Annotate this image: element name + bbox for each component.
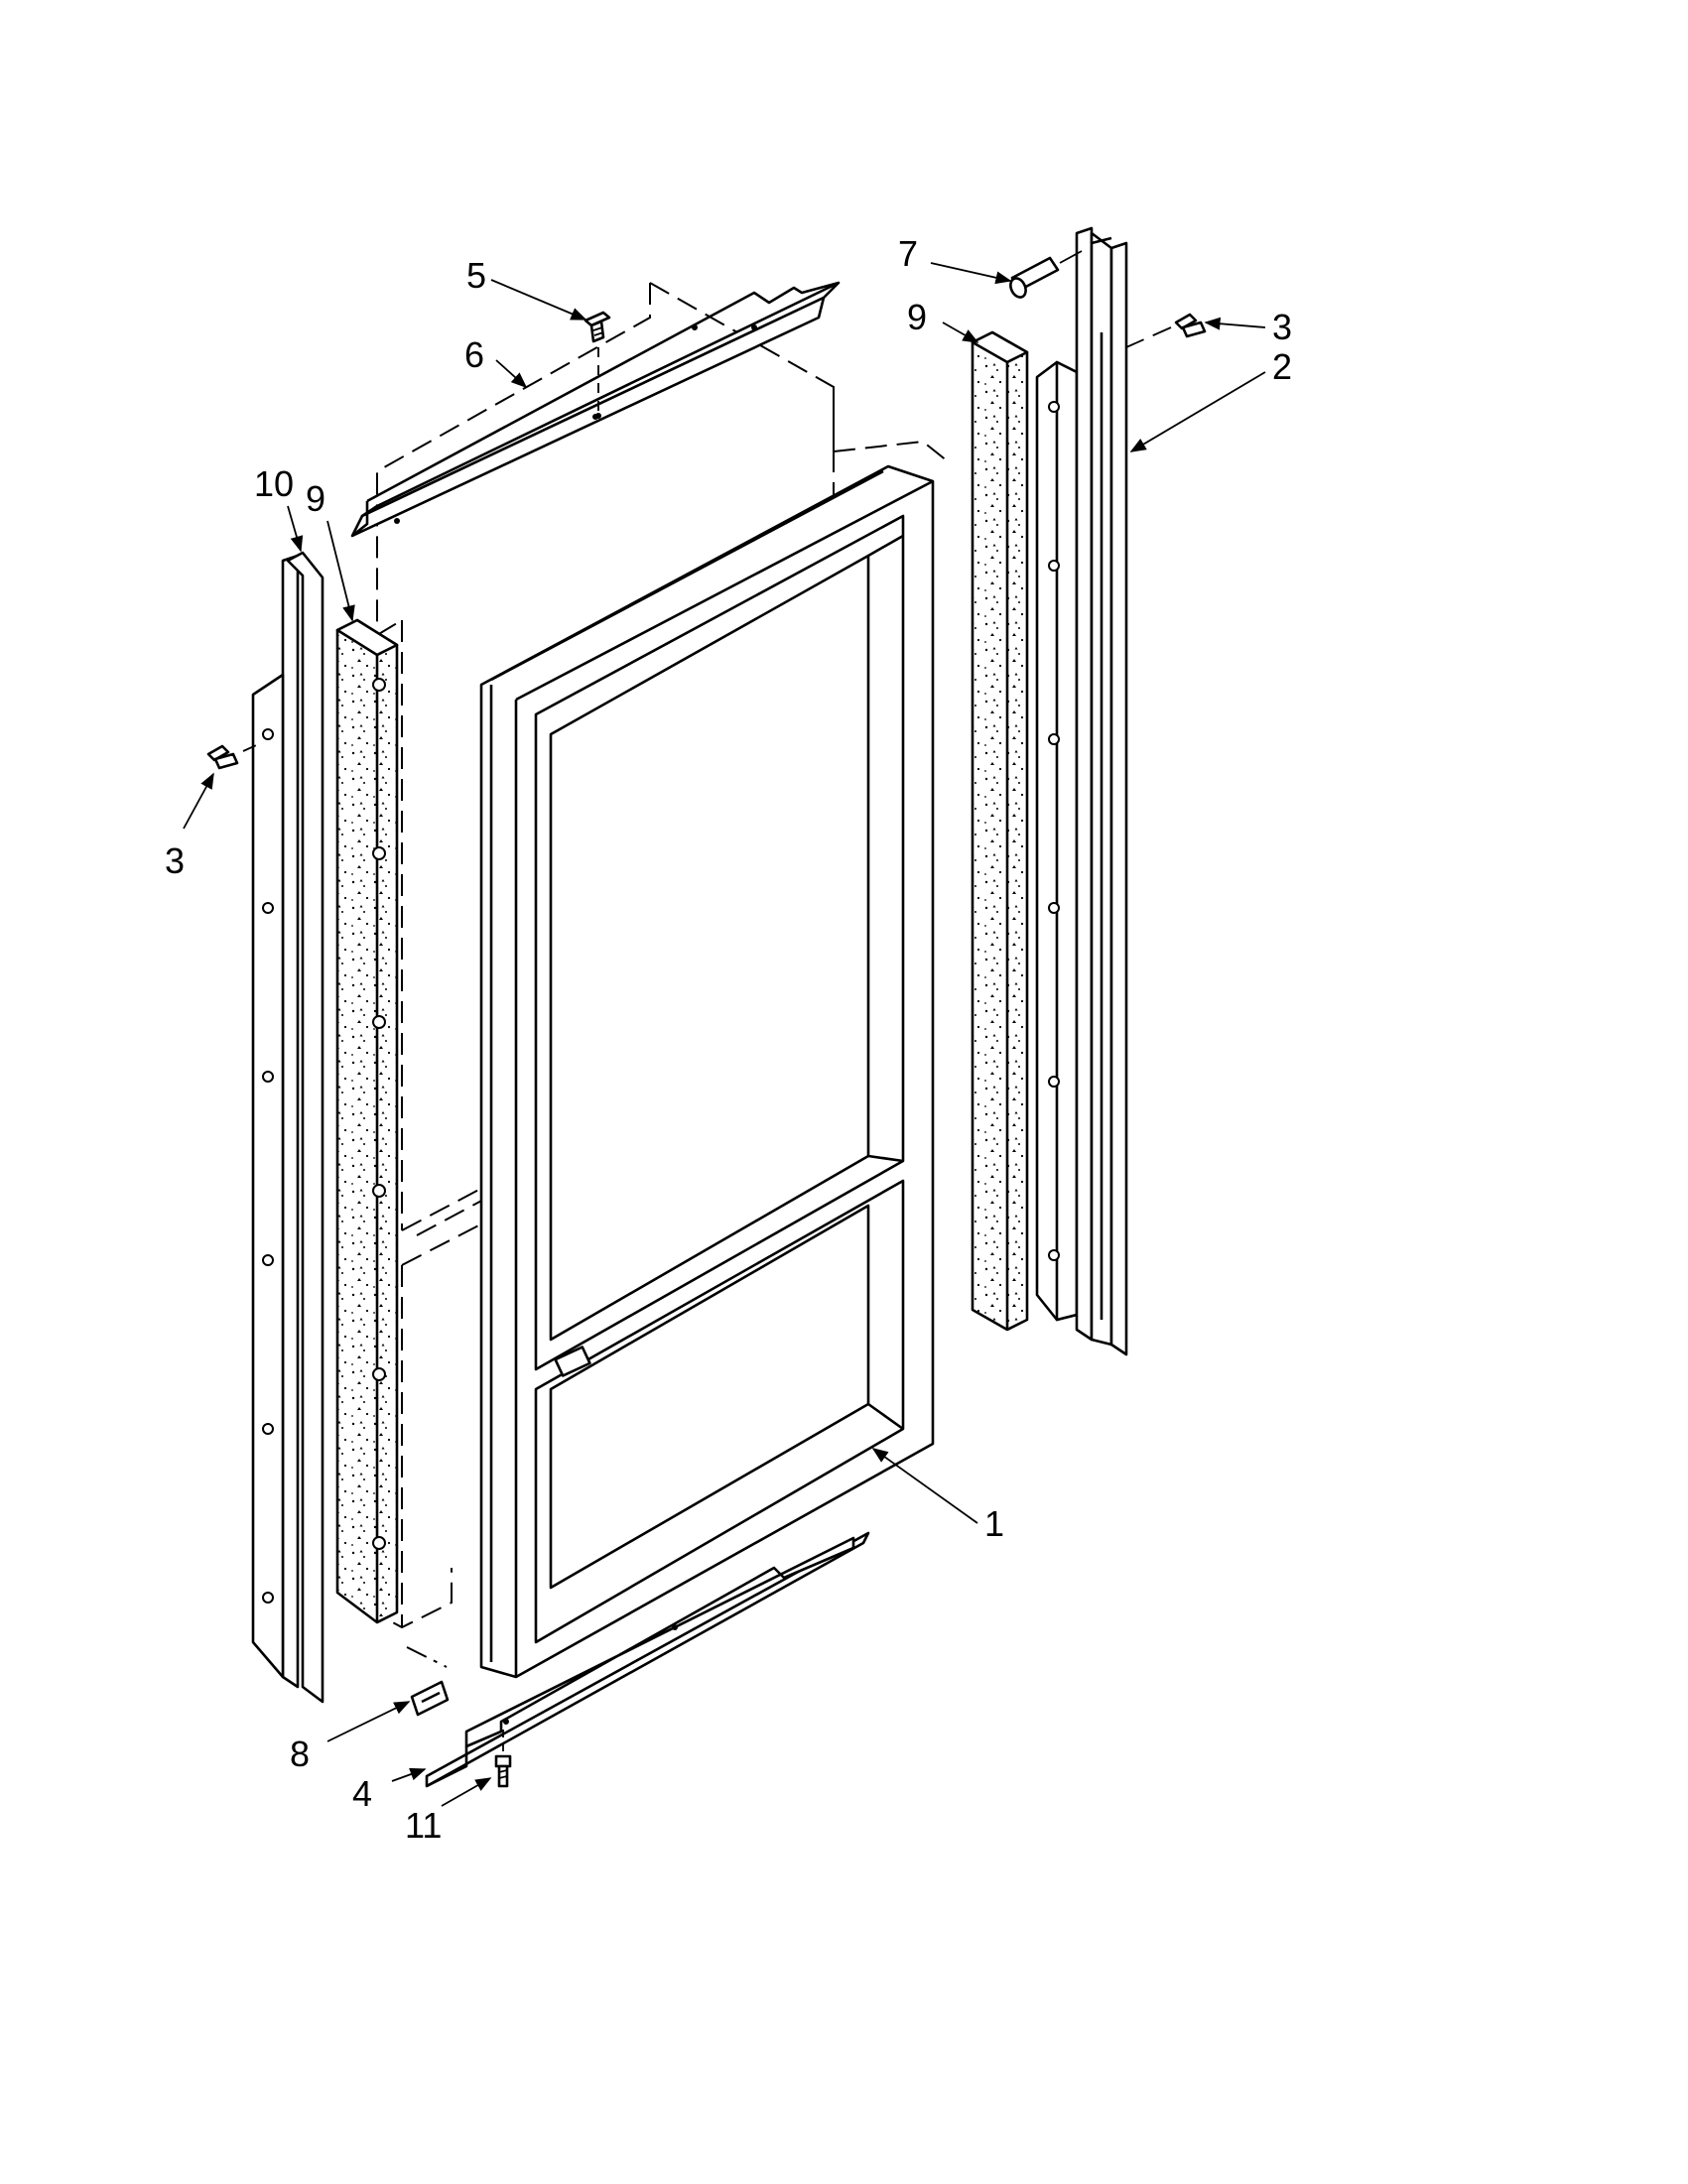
screw-part-3-right (1125, 313, 1207, 348)
callout-labels: 5 6 7 9 3 2 10 9 3 1 8 4 11 (165, 233, 1292, 1846)
callout-part-9-right: 9 (907, 297, 927, 337)
callout-part-2: 2 (1272, 346, 1292, 387)
callout-part-9-left: 9 (306, 478, 325, 519)
screw-part-11 (494, 1727, 512, 1788)
screw-part-3-left (206, 741, 264, 770)
bottom-channel-part-4 (425, 1531, 870, 1788)
pin-part-7 (1009, 250, 1083, 299)
top-channel-part-6 (350, 281, 841, 538)
callout-part-5: 5 (466, 255, 486, 296)
hinge-bracket-left-part-10 (251, 551, 325, 1704)
callout-part-7: 7 (898, 233, 918, 274)
door-frame-part-1 (479, 464, 935, 1679)
clip-part-8 (410, 1680, 450, 1717)
callout-part-3-right: 3 (1272, 307, 1292, 347)
hinge-plate-right (1035, 360, 1079, 1322)
gasket-strip-right-part-9 (971, 330, 1029, 1332)
callout-part-11: 11 (405, 1805, 442, 1846)
leader-arrows (183, 262, 1266, 1807)
hinge-bracket-right-part-2 (1075, 226, 1128, 1356)
gasket-strip-left-part-9 (335, 618, 399, 1624)
callout-part-3-left: 3 (165, 840, 185, 881)
callout-part-8: 8 (290, 1734, 310, 1774)
screw-part-5 (584, 311, 611, 419)
callout-part-6: 6 (464, 334, 484, 375)
callout-part-4: 4 (352, 1773, 372, 1814)
callout-part-1: 1 (984, 1503, 1004, 1544)
callout-part-10: 10 (254, 463, 294, 504)
